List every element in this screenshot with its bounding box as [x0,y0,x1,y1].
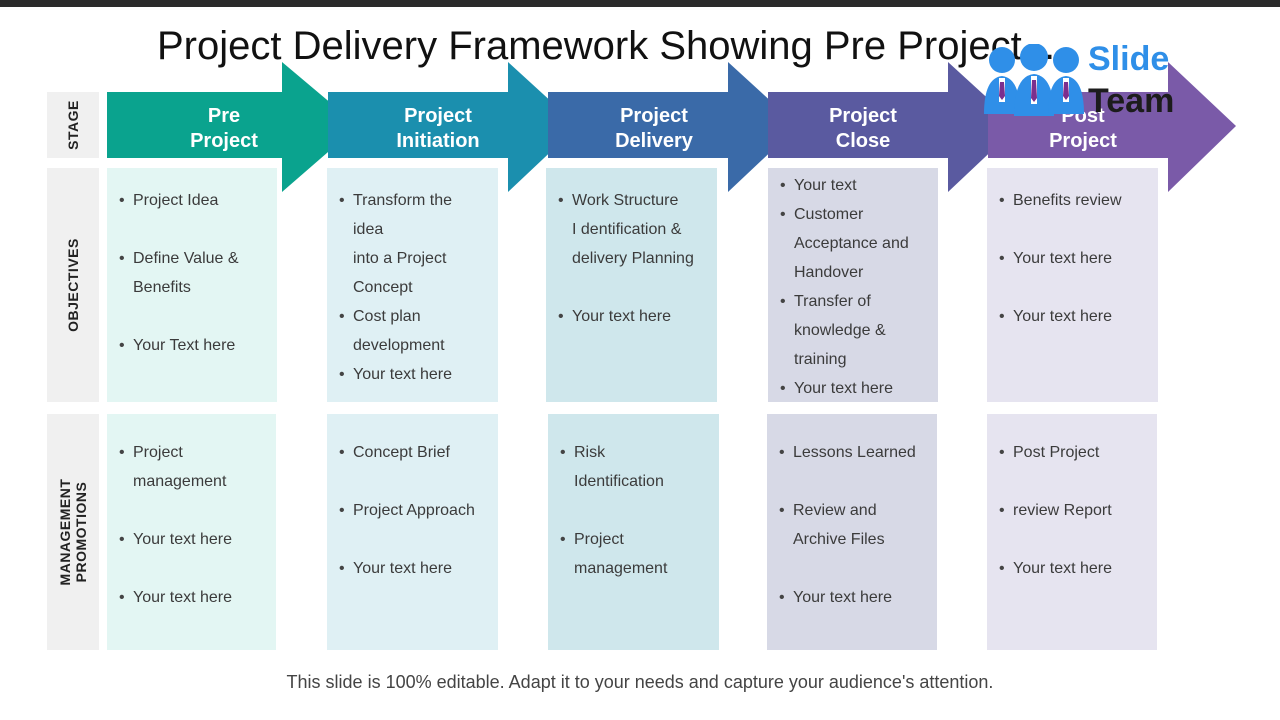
objectives-item: Concept [353,279,413,296]
stage-label-3-line2: Delivery [615,130,693,152]
management-box-1: ProjectmanagementYour text hereYour text… [107,414,276,650]
logo-text-team: Team [1088,82,1175,120]
management-item: Project Approach [339,496,486,525]
objectives-item: knowledge & [794,322,886,339]
management-box-5: Post Project review ReportYour text here [987,414,1157,650]
objectives-box-5: Benefits reviewYour text hereYour text h… [987,168,1158,402]
objectives-box-3: Work Structure I dentification & delivery … [546,168,717,402]
objectives-item: Your Text here [119,331,265,360]
row-label-objectives-text: OBJECTIVES [65,238,81,332]
management-item: Your text here [339,554,486,583]
slideteam-logo: Slide Team [982,38,1175,120]
objectives-item: Your text [780,171,926,200]
management-item: Archive Files [793,531,885,548]
objectives-item: into a Project [353,250,447,267]
management-item: Identification [574,473,664,490]
stage-arrow-1 [107,62,358,192]
top-bar [0,0,1280,7]
management-item: Project [560,525,707,554]
slide-title: Project Delivery Framework Showing Pre P… [157,24,1056,68]
management-item [339,467,486,496]
stage-label-2-line1: Project [404,105,472,127]
objectives-item [119,302,265,331]
objectives-item: Transform the idea [339,186,486,244]
objectives-box-2: Transform the idea into a ProjectConceptC… [327,168,498,402]
objectives-item: I dentification & [572,221,682,238]
stage-arrows [107,62,1236,192]
stage-arrow-4 [768,62,1018,192]
objectives-item: Your text here [999,244,1146,273]
footer-note: This slide is 100% editable. Adapt it to… [286,672,994,692]
row-label-management: MANAGEMENT PROMOTIONS [47,414,99,650]
management-item: Project [119,438,264,467]
management-box-2: Concept BriefProject ApproachYour text h… [327,414,498,650]
management-item: Review and [779,496,925,525]
objectives-item: delivery Planning [572,250,694,267]
stage-label-3-line1: Project [620,105,688,127]
management-item: Concept Brief [339,438,486,467]
management-item: Your text here [999,554,1145,583]
management-item [779,467,925,496]
objectives-item [558,273,705,302]
management-item [119,496,264,525]
management-item: management [133,473,227,490]
stage-label-1: Pre Project [124,104,324,154]
management-item: Post Project [999,438,1145,467]
management-item [119,554,264,583]
objectives-item: Your text here [780,374,926,403]
objectives-item: Cost plan [339,302,486,331]
objectives-item [119,215,265,244]
row-label-management-text: MANAGEMENT PROMOTIONS [57,478,89,586]
stage-label-3: Project Delivery [554,104,754,154]
management-item: Your text here [779,583,925,612]
objectives-item: Transfer of [780,287,926,316]
objectives-item: Your text here [339,360,486,389]
objectives-item: training [794,351,847,368]
management-item: review Report [999,496,1145,525]
stage-label-5-line2: Project [1049,130,1117,152]
objectives-item: Benefits [133,279,191,296]
objectives-item: Handover [794,264,864,281]
row-label-objectives: OBJECTIVES [47,168,99,402]
management-item [560,496,707,525]
stage-label-1-line1: Pre [207,105,241,127]
management-box-3: RiskIdentificationProject management [548,414,719,650]
objectives-item: development [353,337,445,354]
stage-label-4: Project Close [763,104,963,154]
objectives-item: Work Structure [558,186,705,215]
stage-arrow-3 [548,62,798,192]
objectives-item: Define Value & [119,244,265,273]
management-item [339,525,486,554]
logo-text-slide: Slide [1088,40,1170,78]
management-item: Your text here [119,583,264,612]
management-item [999,467,1145,496]
management-item: management [574,560,668,577]
management-item [779,554,925,583]
stage-label-2: Project Initiation [338,104,538,154]
objectives-box-1: Project IdeaDefine Value & BenefitsYour T… [107,168,277,402]
objectives-item: Your text here [558,302,705,331]
stage-arrow-2 [328,62,578,192]
objectives-item: Customer [780,200,926,229]
management-item: Your text here [119,525,264,554]
objectives-item [999,273,1146,302]
objectives-item: Project Idea [119,186,265,215]
objectives-box-4: Your textCustomerAcceptance andHandoverT… [768,168,938,403]
objectives-item: Acceptance and [794,235,909,252]
objectives-item: Your text here [999,302,1146,331]
stage-label-4-line2: Close [835,130,891,152]
management-item: Risk [560,438,707,467]
stage-label-2-line2: Initiation [396,130,480,152]
objectives-item [999,215,1146,244]
management-item: Lessons Learned [779,438,925,467]
objectives-item: Benefits review [999,186,1146,215]
row-label-stage: STAGE [47,92,99,158]
team-people-icon [984,44,1084,116]
management-item [999,525,1145,554]
stage-label-1-line2: Project [190,130,258,152]
stage-label-4-line1: Project [829,105,897,127]
